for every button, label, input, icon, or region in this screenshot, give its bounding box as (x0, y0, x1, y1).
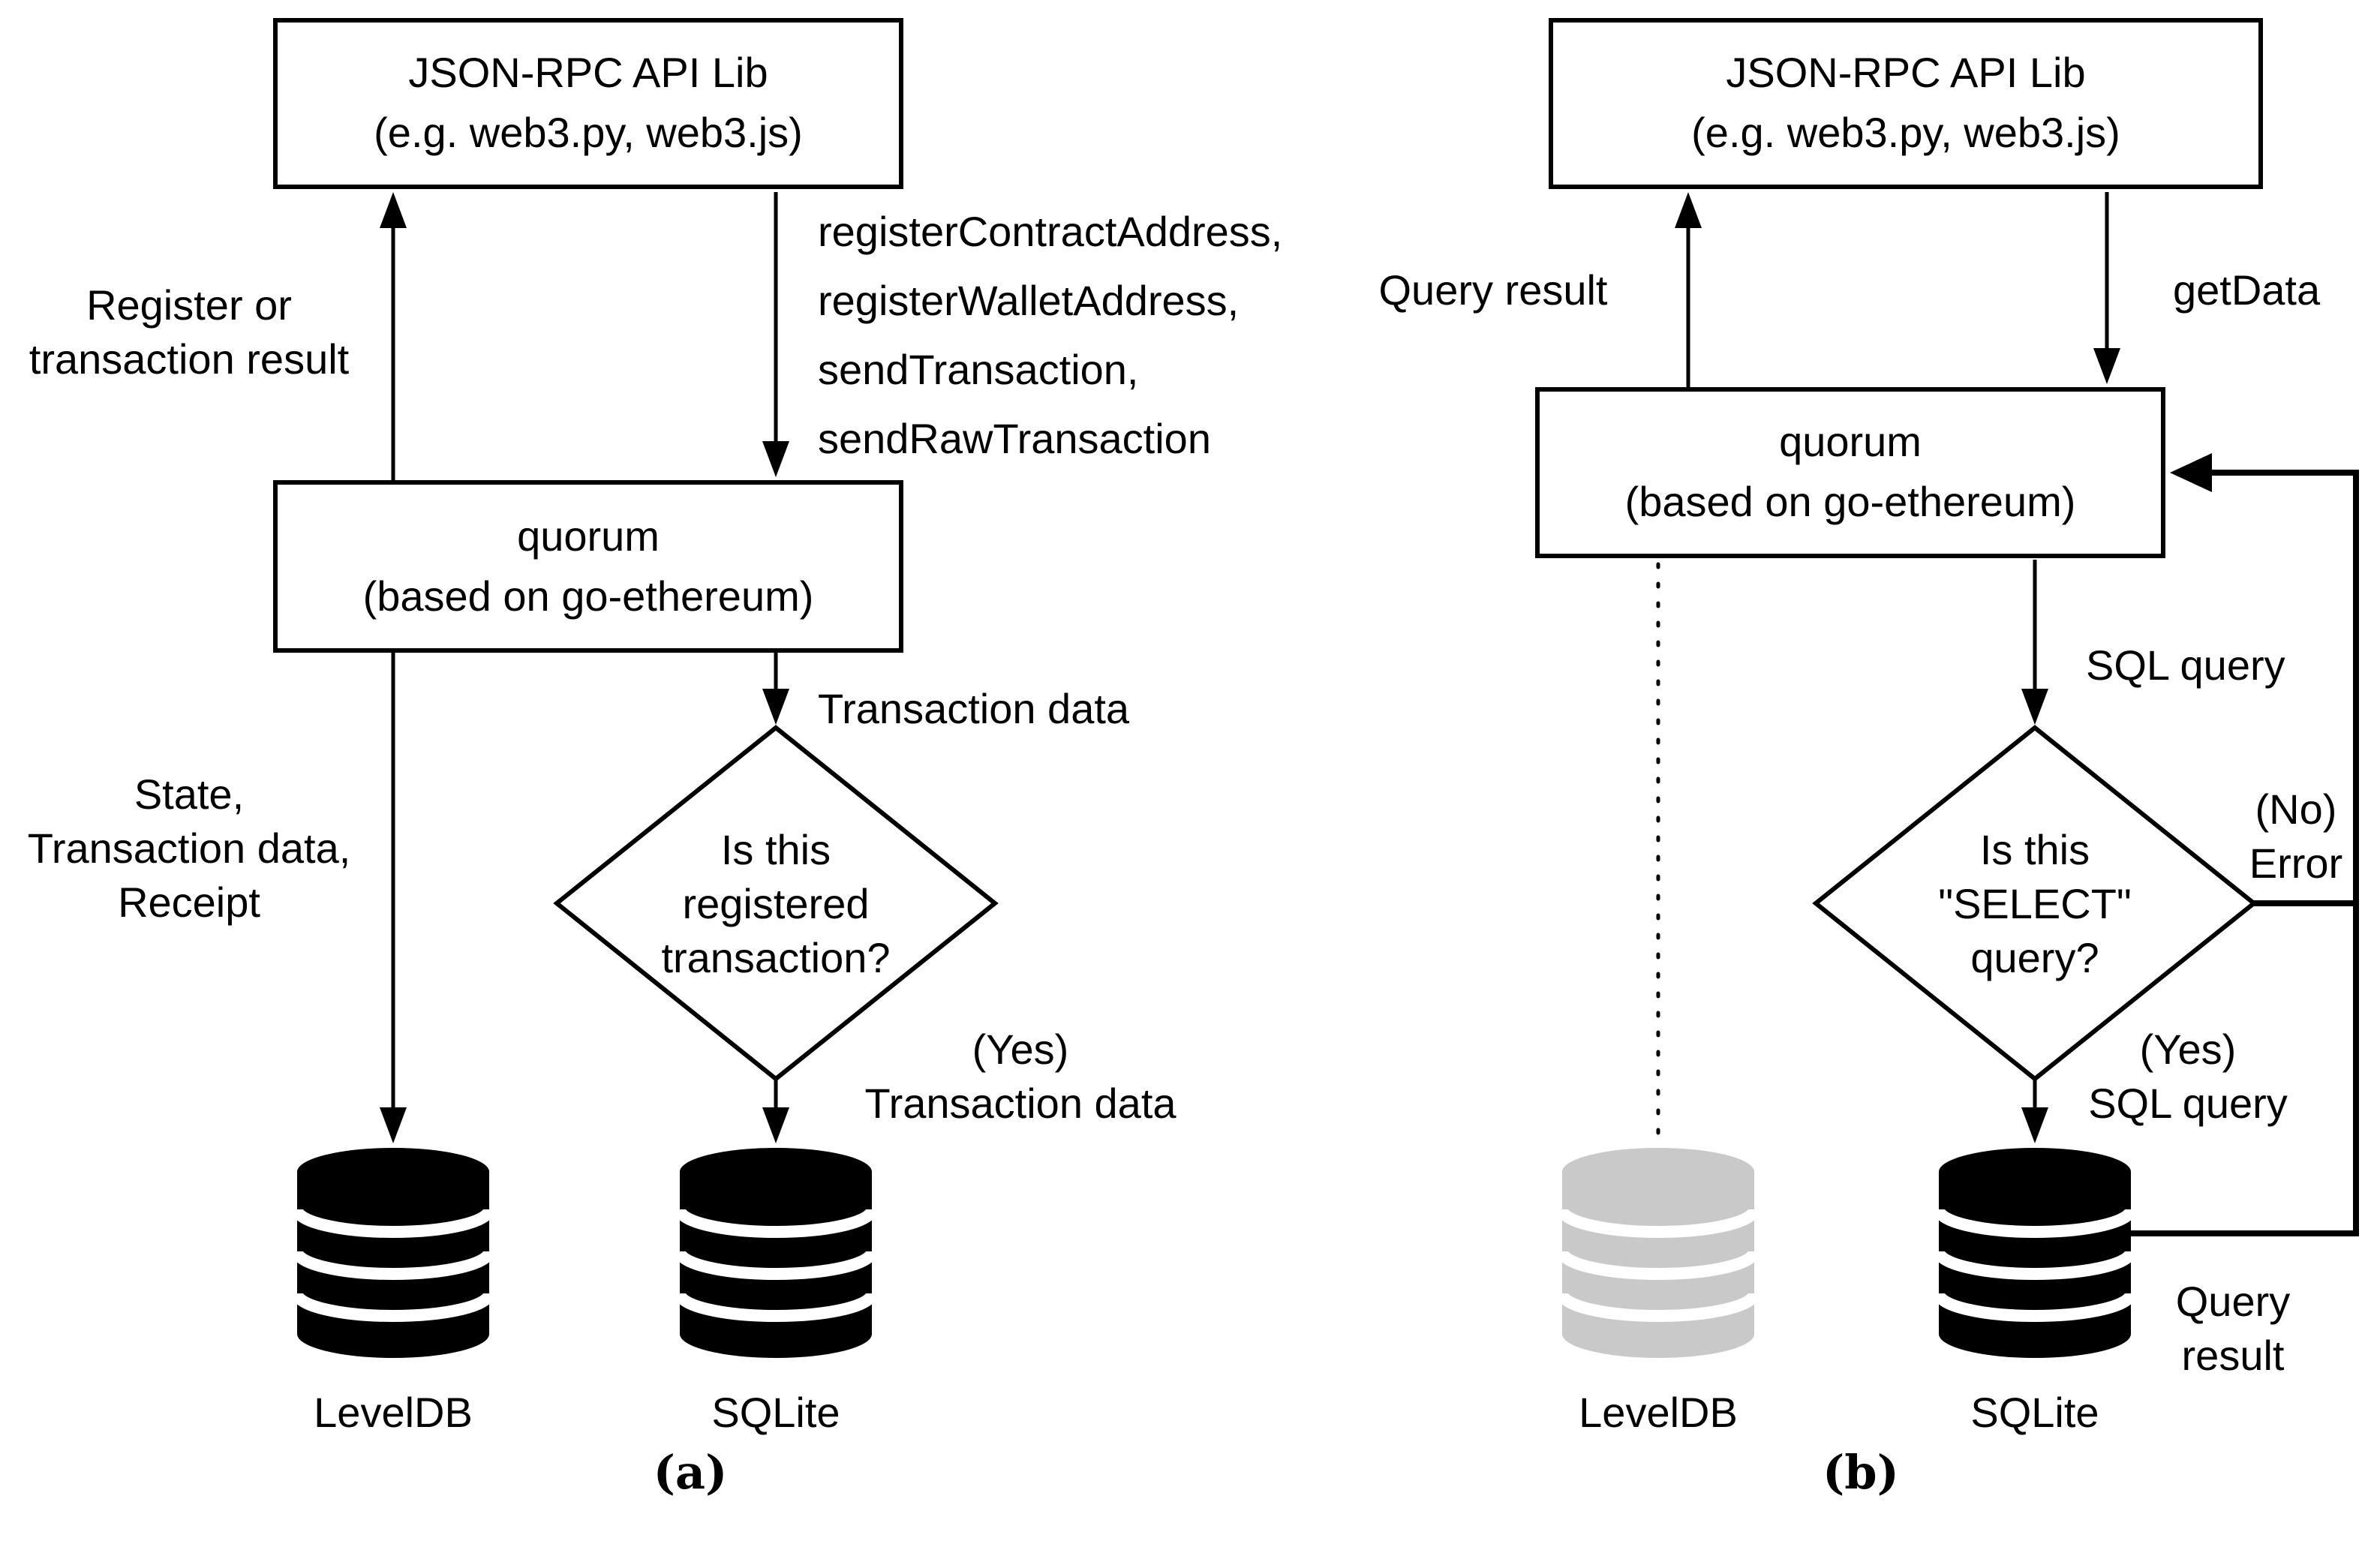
panel-caption-a: (a) (653, 1446, 728, 1500)
arrowhead-down-icon (2021, 689, 2048, 725)
decision-text-a: Is this registered transaction? (661, 827, 891, 981)
label-loop-query-result-b: Query result (2175, 1278, 2291, 1379)
arrowhead-down-icon (380, 1107, 407, 1143)
sqlite-label-b: SQLite (1970, 1389, 2099, 1436)
label-getdata-b: getData (2173, 267, 2321, 314)
loop-back-line-b (2131, 470, 2359, 1236)
leveldb-database-icon-a (291, 1148, 495, 1358)
leveldb-label-b: LevelDB (1579, 1389, 1738, 1436)
label-no-error-b: (No) Error (2249, 786, 2343, 887)
label-register-result-a: Register or transaction result (29, 282, 350, 383)
leveldb-database-icon-b (1556, 1148, 1760, 1358)
arrowhead-up-icon (1675, 192, 1702, 228)
arrowhead-down-icon (2093, 348, 2120, 384)
label-transaction-data-a: Transaction data (818, 686, 1130, 732)
sqlite-database-icon-a (674, 1148, 878, 1358)
arrowhead-up-icon (380, 192, 407, 228)
label-sql-query-b: SQL query (2086, 642, 2285, 689)
quorum-box-b: quorum (based on go-ethereum) (1535, 387, 2165, 558)
label-query-result-up-b: Query result (1378, 267, 1608, 314)
panel-caption-b: (b) (1822, 1446, 1899, 1500)
decision-text-b: Is this "SELECT" query? (1938, 827, 2132, 981)
sqlite-label-a: SQLite (711, 1389, 840, 1436)
arrowhead-down-icon (2021, 1107, 2048, 1143)
label-yes-branch-a: (Yes) Transaction data (864, 1026, 1176, 1127)
arrowhead-down-icon (762, 689, 789, 725)
leveldb-label-a: LevelDB (314, 1389, 473, 1436)
sqlite-database-icon-b (1933, 1148, 2137, 1358)
arrowhead-down-icon (762, 1107, 789, 1143)
quorum-box-a: quorum (based on go-ethereum) (273, 480, 903, 653)
api-lib-box-b: JSON-RPC API Lib (e.g. web3.py, web3.js) (1549, 18, 2263, 189)
label-yes-sql-query-b: (Yes) SQL query (2088, 1026, 2288, 1127)
arrowhead-left-icon (2170, 453, 2212, 492)
label-state-txdata-receipt-a: State, Transaction data, Receipt (27, 771, 351, 926)
arrowhead-down-icon (762, 441, 789, 477)
label-api-methods-a: registerContractAddress, registerWalletA… (818, 209, 1283, 462)
api-lib-box-a: JSON-RPC API Lib (e.g. web3.py, web3.js) (273, 18, 903, 189)
